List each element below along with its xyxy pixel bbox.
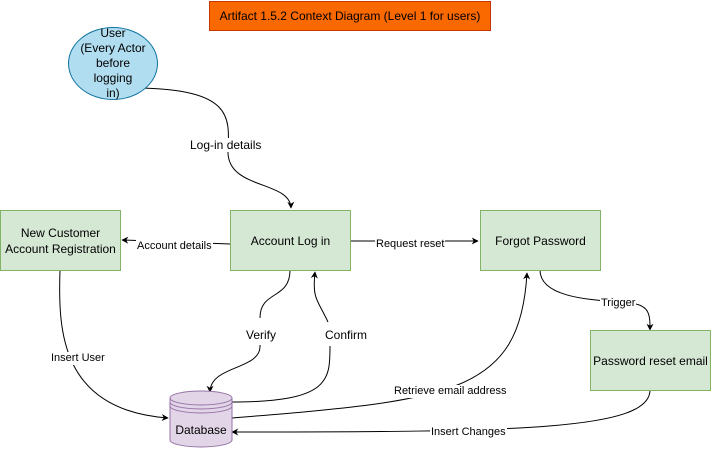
process-forgot-password-label: Forgot Password (495, 233, 586, 248)
actor-user: User (Every Actor before logging in) (68, 26, 158, 100)
edge-retrieve-email (231, 272, 531, 419)
edge-confirm (231, 272, 331, 403)
flow-label-insert-user: Insert User (50, 352, 106, 365)
actor-user-line1: User (100, 26, 126, 40)
edge-verify (210, 269, 291, 392)
registration-label-line2: Account Registration (5, 241, 116, 256)
process-password-reset-email: Password reset email (590, 330, 711, 391)
process-forgot-password: Forgot Password (480, 210, 601, 271)
process-new-customer-registration: New Customer Account Registration (0, 210, 121, 271)
flow-label-login-details: Log-in details (189, 138, 263, 152)
actor-user-line4: in) (106, 86, 120, 100)
process-account-login-label: Account Log in (250, 233, 331, 248)
flow-label-account-details: Account details (136, 240, 213, 253)
edge-insert-user (59, 269, 169, 422)
registration-label-line1: New Customer (20, 225, 101, 240)
process-account-login: Account Log in (230, 210, 351, 271)
actor-user-line2: (Every Actor (80, 41, 146, 55)
flow-label-verify: Verify (245, 328, 278, 342)
diagram-title: Artifact 1.5.2 Context Diagram (Level 1 … (209, 1, 491, 31)
flow-label-request-reset: Request reset (375, 238, 446, 251)
flow-label-retrieve-email: Retrieve email address (393, 385, 508, 398)
process-password-reset-email-label: Password reset email (593, 353, 708, 368)
flow-label-insert-changes: Insert Changes (430, 426, 507, 439)
flow-label-confirm: Confirm (324, 328, 369, 342)
datastore-database-label: Database (175, 423, 227, 437)
database-cylinder (169, 390, 233, 448)
edge-insert-changes (231, 389, 651, 436)
flow-label-trigger: Trigger (600, 297, 637, 310)
actor-user-line3: before logging (93, 56, 133, 85)
